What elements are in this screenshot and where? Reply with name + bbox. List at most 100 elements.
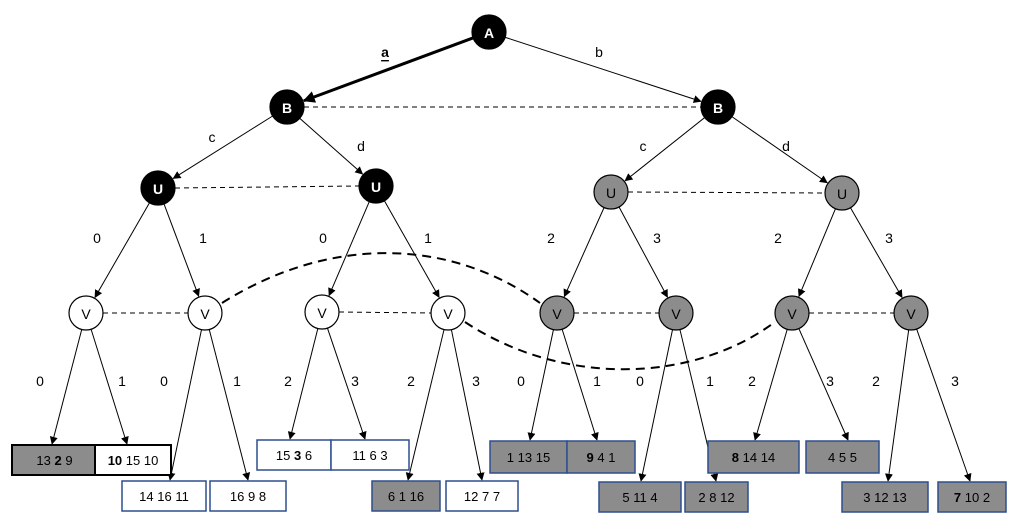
edge-u2-v4 — [383, 199, 440, 299]
payoff-value: 7 — [489, 489, 500, 504]
info-set-u1-u2 — [174, 185, 360, 189]
payoff-value: 7 — [954, 490, 961, 505]
payoff-value: 3 — [290, 448, 301, 463]
edge-v7-l13 — [753, 328, 789, 441]
payoff-value: 6 — [301, 448, 312, 463]
payoff-value: 9 — [244, 489, 255, 504]
payoff-value: 1 — [605, 450, 616, 465]
payoff-text: 6 1 16 — [388, 489, 424, 504]
payoff-value: 8 — [255, 489, 266, 504]
edge-label-v8-l16: 3 — [951, 373, 959, 389]
node-label: B — [713, 100, 723, 116]
node-circle — [824, 175, 860, 211]
edge-label-a-b1: a — [381, 44, 389, 60]
payoff-box — [937, 481, 1007, 513]
payoff-box — [707, 440, 800, 474]
payoff-box — [371, 480, 441, 512]
payoff-value: 6 — [388, 489, 395, 504]
node-circle — [304, 294, 340, 330]
payoff-value: 11 — [172, 489, 189, 504]
payoff-value: 4 — [828, 450, 835, 465]
node-circle — [539, 295, 575, 331]
edge-label-u2-v4: 1 — [424, 230, 432, 246]
payoff-value: 6 — [366, 448, 377, 463]
payoff-leaf-l5: 15 3 6 — [256, 439, 332, 471]
node-circle — [593, 174, 629, 210]
edge-label-v6-l12: 1 — [706, 373, 714, 389]
node-b2: B — [700, 89, 736, 125]
payoff-text: 9 4 1 — [587, 450, 616, 465]
payoff-text: 11 6 3 — [352, 448, 387, 463]
edge-label-u4-v8: 3 — [885, 230, 893, 246]
node-label: V — [671, 306, 681, 322]
payoff-box — [209, 480, 287, 512]
payoff-value: 2 — [979, 490, 990, 505]
payoff-text: 12 7 7 — [464, 489, 500, 504]
payoff-value: 8 — [706, 490, 717, 505]
payoff-text: 14 16 11 — [139, 489, 189, 504]
edge-label-v3-l6: 3 — [351, 373, 359, 389]
payoff-text: 15 3 6 — [276, 448, 312, 463]
payoff-box — [94, 444, 172, 476]
payoff-value: 16 — [154, 489, 172, 504]
payoff-value: 1 — [395, 489, 406, 504]
payoff-value: 5 — [835, 450, 846, 465]
payoff-value: 9 — [587, 450, 594, 465]
payoff-box — [566, 440, 636, 474]
edge-u1-v1 — [94, 201, 151, 299]
payoff-value: 7 — [478, 489, 489, 504]
payoff-value: 13 — [514, 450, 532, 465]
payoff-leaf-l15: 3 12 13 — [841, 481, 929, 513]
node-circle — [187, 295, 223, 331]
edge-a-b2 — [504, 36, 702, 103]
edge-label-u1-v2: 1 — [199, 230, 207, 246]
edge-v3-l5 — [287, 327, 319, 440]
edge-v7-l14 — [797, 327, 849, 441]
edge-label-u2-v3: 0 — [319, 230, 327, 246]
node-label: V — [552, 306, 562, 322]
payoff-value: 12 — [464, 489, 478, 504]
payoff-value: 11 — [352, 448, 366, 463]
edge-u2-v3 — [328, 200, 371, 297]
edge-v8-l16 — [915, 327, 972, 482]
node-u1: U — [140, 170, 176, 206]
edge-label-b2-u4: d — [782, 138, 790, 154]
payoff-value: 12 — [871, 490, 889, 505]
edge-label-v5-l10: 1 — [593, 373, 601, 389]
edge-label-v3-l5: 2 — [284, 373, 292, 389]
info-set-u3-u4 — [627, 191, 826, 194]
node-u2: U — [358, 168, 394, 204]
node-v7: V — [774, 295, 810, 331]
payoff-leaf-l7: 6 1 16 — [371, 480, 441, 512]
edge-label-b1-u2: d — [357, 138, 365, 154]
payoff-text: 8 14 14 — [732, 450, 775, 465]
payoff-value: 14 — [139, 489, 153, 504]
node-label: U — [606, 185, 616, 201]
payoff-value: 15 — [532, 450, 550, 465]
payoff-box — [805, 440, 880, 474]
payoff-value: 2 — [698, 490, 705, 505]
payoff-text: 1 13 15 — [507, 450, 550, 465]
edge-b1-u2 — [298, 117, 364, 175]
edge-u4-v7 — [798, 207, 837, 298]
node-circle — [358, 168, 394, 204]
edge-label-v7-l13: 2 — [748, 373, 756, 389]
node-circle — [140, 170, 176, 206]
payoff-value: 15 — [276, 448, 290, 463]
payoff-value: 13 — [889, 490, 907, 505]
edge-label-v4-l8: 3 — [472, 373, 480, 389]
payoff-leaf-l6: 11 6 3 — [330, 439, 410, 471]
payoff-value: 16 — [406, 489, 424, 504]
payoff-leaf-l11: 5 11 4 — [598, 481, 682, 513]
payoff-leaf-l8: 12 7 7 — [445, 480, 519, 512]
edge-u1-v2 — [163, 202, 200, 297]
edge-label-b1-u1: c — [209, 129, 216, 145]
node-a: A — [471, 14, 507, 50]
edge-a-b1 — [302, 36, 475, 103]
payoff-value: 14 — [757, 450, 775, 465]
node-label: V — [787, 306, 797, 322]
payoff-box — [445, 480, 519, 512]
